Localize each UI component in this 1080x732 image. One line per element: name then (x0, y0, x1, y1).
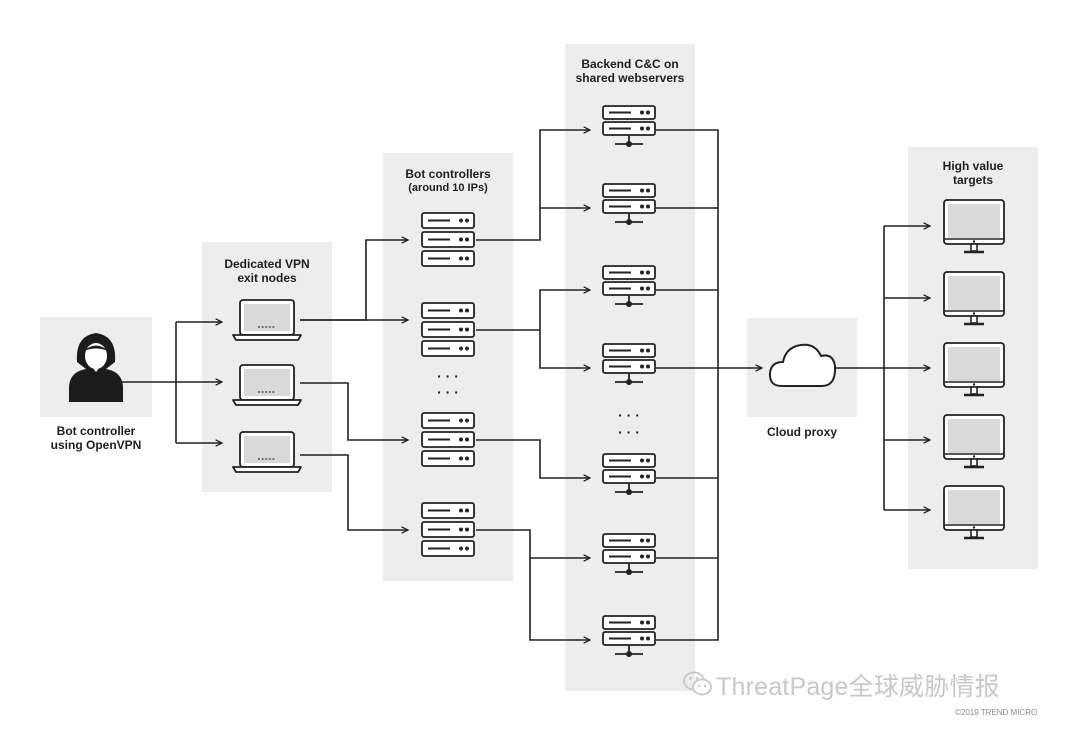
bot-controller-label: Bot controller using OpenVPN (30, 424, 162, 452)
bot-controllers-label: Bot controllers (around 10 IPs) (383, 167, 513, 195)
bot-controller-label-line2: using OpenVPN (50, 438, 142, 452)
ellipsis-upper: · · · (618, 407, 640, 423)
laptop-icon (232, 431, 302, 473)
server-icon (421, 302, 475, 357)
laptop-icon (232, 299, 302, 341)
cloud-icon (768, 343, 837, 387)
cloud-proxy-label: Cloud proxy (747, 425, 857, 439)
webserver-icon (602, 265, 656, 308)
ellipsis-upper: · · · (437, 368, 459, 384)
monitor-icon (942, 198, 1006, 254)
bot-controllers-label-line1: Bot controllers (405, 167, 491, 181)
laptop-icon (232, 364, 302, 406)
monitor-icon (942, 413, 1006, 469)
webserver-icon (602, 183, 656, 226)
webserver-icon (602, 343, 656, 386)
hacker-icon (69, 333, 123, 402)
copyright-text: ©2019 TREND MICRO (955, 708, 1038, 717)
wechat-icon (683, 671, 712, 696)
targets-label-line1: High value (942, 159, 1004, 173)
vpn-nodes-label-line1: Dedicated VPN (224, 257, 310, 271)
monitor-icon (942, 270, 1006, 326)
backend-label-line2: shared webservers (575, 71, 685, 85)
ellipsis-lower: · · · (618, 424, 640, 440)
webserver-icon (602, 533, 656, 576)
watermark-text: ThreatPage全球威胁情报 (716, 673, 1000, 701)
webserver-icon (602, 105, 656, 148)
monitor-icon (942, 484, 1006, 540)
webserver-icon (602, 615, 656, 658)
backend-label: Backend C&C on shared webservers (565, 57, 695, 85)
vpn-nodes-label-line2: exit nodes (237, 271, 297, 285)
connection-lines (122, 130, 930, 640)
vpn-nodes-label: Dedicated VPN exit nodes (202, 257, 332, 285)
server-icon (421, 502, 475, 557)
bot-controller-label-line1: Bot controller (56, 424, 136, 438)
server-icon (421, 212, 475, 267)
targets-label-line2: targets (952, 173, 993, 187)
cloud-proxy-label-text: Cloud proxy (766, 425, 837, 439)
monitor-icon (942, 341, 1006, 397)
ellipsis-lower: · · · (437, 384, 459, 400)
bot-controllers-label-line2: (around 10 IPs) (408, 182, 488, 194)
targets-label: High value targets (908, 159, 1038, 187)
server-icon (421, 412, 475, 467)
webserver-icon (602, 453, 656, 496)
backend-label-line1: Backend C&C on (581, 57, 679, 71)
